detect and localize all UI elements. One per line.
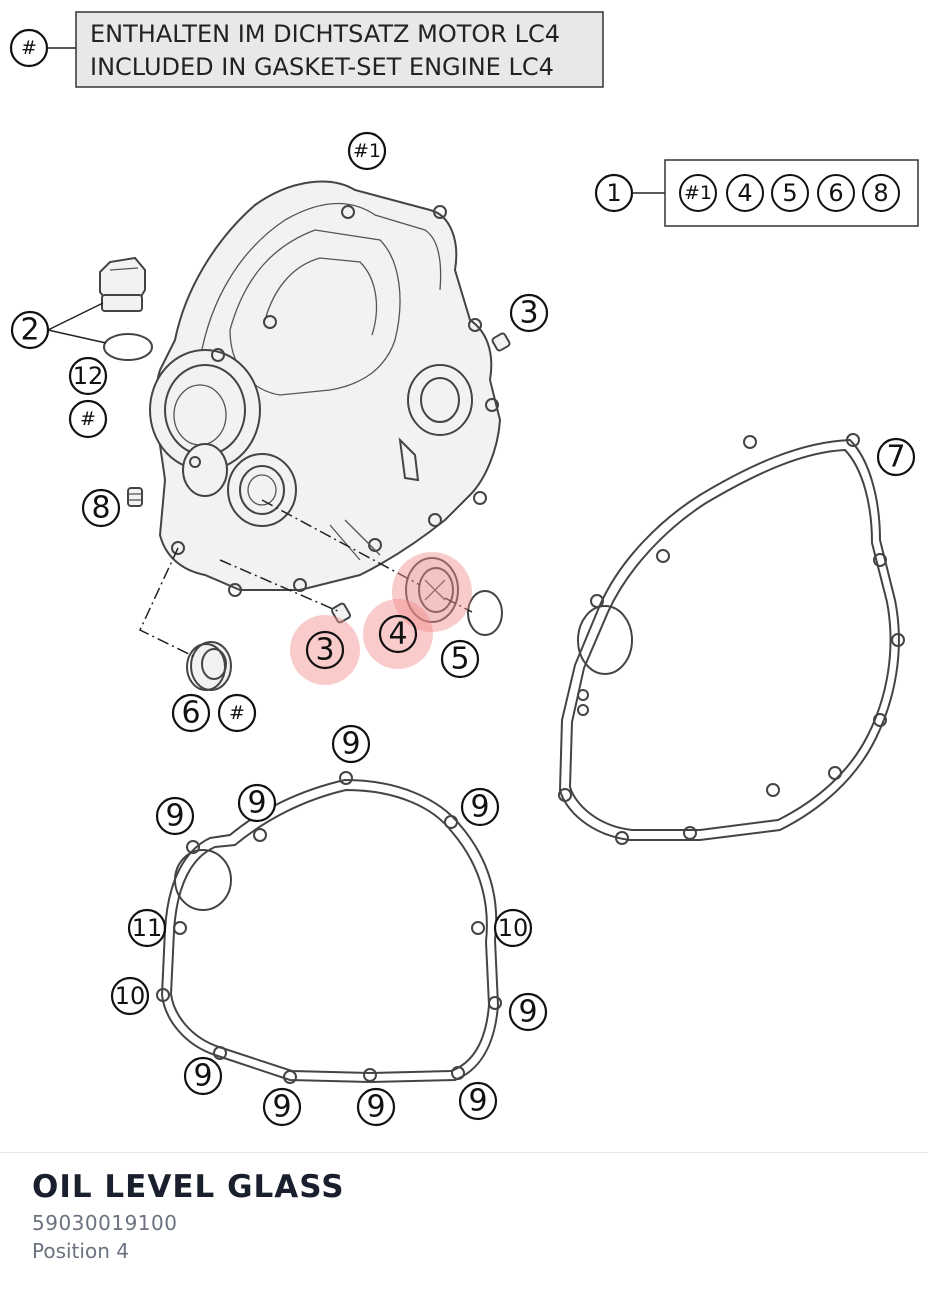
svg-text:#: #	[80, 408, 96, 430]
svg-text:10: 10	[498, 914, 529, 942]
legend-line-de: ENTHALTEN IM DICHTSATZ MOTOR LC4	[90, 20, 560, 48]
callout-g9-tl1[interactable]: 9	[237, 783, 277, 823]
selection-highlight	[290, 552, 472, 685]
svg-text:9: 9	[247, 786, 266, 821]
callout-g9-b2[interactable]: 9	[356, 1087, 396, 1127]
gasket-7[interactable]	[558, 433, 905, 845]
assembly-leaders	[139, 499, 473, 659]
callout-cover-hash1[interactable]: #1	[347, 131, 387, 171]
callout-g9-br[interactable]: 9	[458, 1081, 498, 1121]
clutch-cover-drawing	[149, 180, 502, 597]
callout-cover-3[interactable]: 3	[509, 293, 549, 333]
svg-text:9: 9	[272, 1090, 291, 1125]
callout-g9-tl2[interactable]: 9	[155, 796, 195, 836]
callout-seal-6[interactable]: 6	[171, 693, 211, 733]
callout-g11[interactable]: 11	[127, 908, 167, 948]
callout-g10-r[interactable]: 10	[493, 908, 533, 948]
svg-text:7: 7	[886, 440, 905, 475]
svg-text:9: 9	[518, 995, 537, 1030]
svg-text:11: 11	[132, 914, 163, 942]
svg-text:9: 9	[193, 1059, 212, 1094]
legend: # ENTHALTEN IM DICHTSATZ MOTOR LC4 INCLU…	[9, 11, 604, 88]
callout-g9-r[interactable]: 9	[508, 992, 548, 1032]
legend-line-en: INCLUDED IN GASKET-SET ENGINE LC4	[90, 53, 554, 81]
oil-level-glass[interactable]	[405, 557, 459, 623]
callout-g9-tr[interactable]: 9	[460, 787, 500, 827]
kit-number: 1	[606, 179, 621, 207]
callout-g10-l[interactable]: 10	[110, 976, 150, 1016]
svg-text:#1: #1	[353, 140, 381, 162]
svg-text:9: 9	[165, 799, 184, 834]
svg-text:9: 9	[468, 1084, 487, 1119]
svg-text:5: 5	[450, 642, 469, 677]
callout-seal-hash[interactable]: #	[217, 693, 257, 733]
svg-text:2: 2	[20, 313, 39, 348]
svg-text:3: 3	[519, 296, 538, 331]
o-ring[interactable]	[467, 590, 503, 636]
svg-text:#: #	[229, 702, 245, 724]
screw-part[interactable]	[127, 487, 143, 507]
callout-plug-hash[interactable]: #	[68, 399, 108, 439]
shaft-seal[interactable]	[186, 641, 232, 691]
svg-text:9: 9	[366, 1090, 385, 1125]
oil-filler-plug[interactable]	[47, 256, 153, 361]
screw-right[interactable]	[491, 332, 511, 352]
callout-plug-12[interactable]: 12	[68, 356, 108, 396]
svg-text:9: 9	[470, 790, 489, 825]
svg-text:10: 10	[115, 982, 146, 1010]
kit-item-4: 8	[873, 179, 888, 207]
callout-glass-4[interactable]: 4	[378, 614, 418, 654]
svg-text:6: 6	[181, 696, 200, 731]
part-name: OIL LEVEL GLASS	[32, 1169, 345, 1205]
callout-g9-top[interactable]: 9	[331, 724, 371, 764]
selected-part-panel: OIL LEVEL GLASS 59030019100 Position 4	[0, 1152, 928, 1291]
svg-text:4: 4	[388, 617, 407, 652]
kit-item-0: #1	[684, 182, 712, 204]
part-position: Position 4	[32, 1239, 129, 1263]
callout-oring-5[interactable]: 5	[440, 639, 480, 679]
callout-screw-8[interactable]: 8	[81, 488, 121, 528]
kit-item-3: 6	[828, 179, 843, 207]
callout-g9-b1[interactable]: 9	[262, 1087, 302, 1127]
kit-callout[interactable]: 1 #1 4 5 6 8	[594, 159, 919, 227]
callout-pin-3[interactable]: 3	[305, 630, 345, 670]
kit-item-1: 4	[737, 179, 752, 207]
svg-text:3: 3	[315, 633, 334, 668]
legend-symbol: #	[21, 37, 37, 59]
svg-text:12: 12	[73, 362, 104, 390]
callout-gasket-7[interactable]: 7	[876, 437, 916, 477]
dowel-pin[interactable]	[331, 602, 351, 624]
exploded-parts-diagram: # ENTHALTEN IM DICHTSATZ MOTOR LC4 INCLU…	[9, 11, 919, 1127]
callout-plug-2[interactable]: 2	[10, 310, 50, 350]
gasket-9[interactable]	[156, 771, 502, 1084]
callouts: #1 3 2 12 # 8 3 4	[10, 131, 916, 1127]
svg-text:8: 8	[91, 491, 110, 526]
svg-text:9: 9	[341, 727, 360, 762]
callout-g9-bl[interactable]: 9	[183, 1056, 223, 1096]
part-number: 59030019100	[32, 1211, 178, 1235]
kit-item-2: 5	[782, 179, 797, 207]
